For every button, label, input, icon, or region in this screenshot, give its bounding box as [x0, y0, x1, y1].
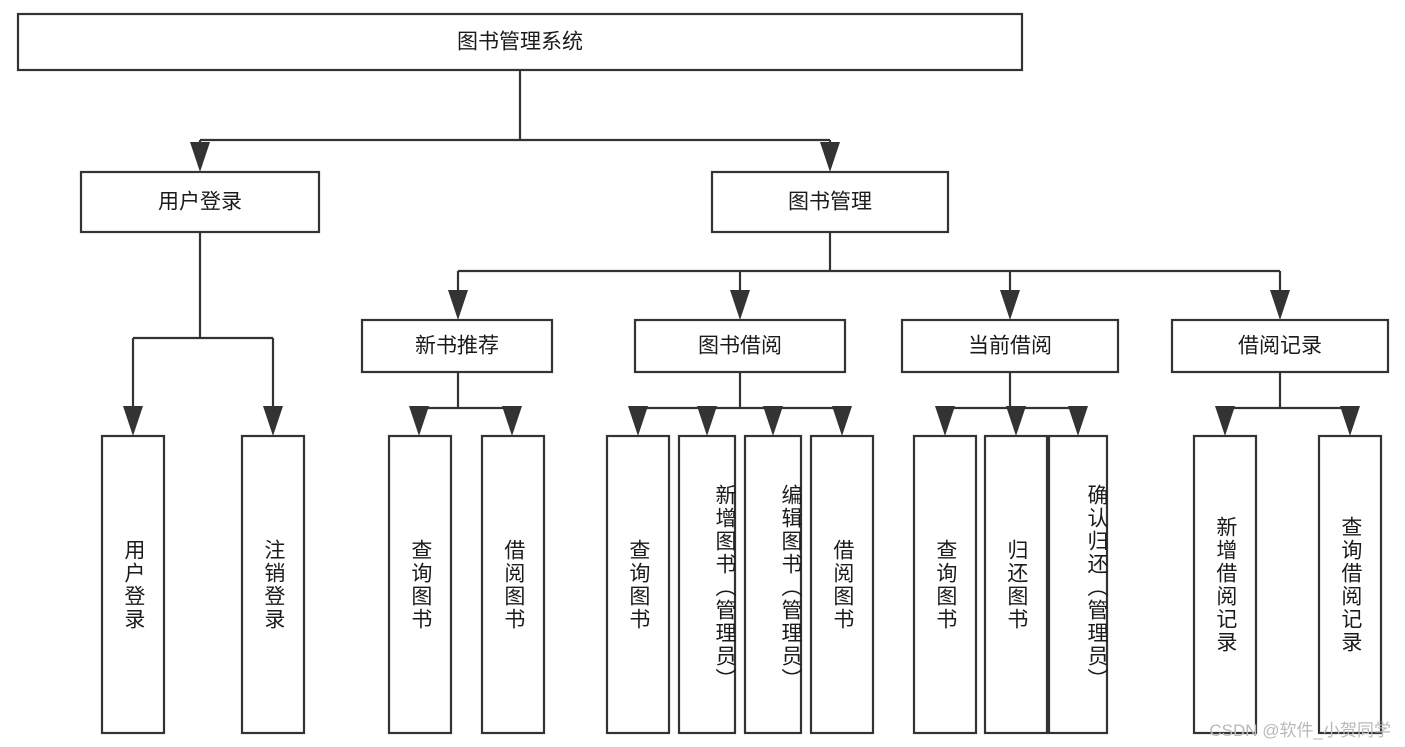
node-user-login-box[interactable]: [79, 170, 321, 234]
arrow-head-leaf-logout: [263, 406, 283, 436]
node-root-label: 图书管理系统: [457, 31, 583, 54]
arrow-head-borrow-records: [1270, 290, 1290, 320]
arrow-head-leaf-edit-book: [763, 406, 783, 436]
arrow-head-leaf-user-login: [123, 406, 143, 436]
node-root-box[interactable]: [16, 12, 1024, 72]
leaf-box-add-borrow-record[interactable]: [1192, 434, 1258, 735]
node-new-book-recommend-box[interactable]: [360, 318, 554, 374]
connector-group-book-management-children: [448, 232, 1290, 320]
arrow-head-book-management: [820, 142, 840, 172]
node-user-login-label: 用户登录: [158, 191, 242, 214]
leaf-box-borrow-book[interactable]: [809, 434, 875, 735]
connector-group-current-borrow-children: [935, 372, 1088, 436]
leaf-box-borrow-book-recommend[interactable]: [480, 434, 546, 735]
leaf-box-confirm-return[interactable]: [1047, 434, 1109, 735]
leaf-box-query-book-current[interactable]: [912, 434, 978, 735]
arrow-head-user-login: [190, 142, 210, 172]
leaf-box-return-book[interactable]: [983, 434, 1049, 735]
arrow-head-leaf-query-borrow-record: [1340, 406, 1360, 436]
arrow-head-leaf-query-book-current: [935, 406, 955, 436]
node-new-book-recommend[interactable]: 新书推荐: [360, 318, 554, 374]
arrow-head-leaf-return-book: [1006, 406, 1026, 436]
arrow-head-current-borrow: [1000, 290, 1020, 320]
node-book-borrow-label: 图书借阅: [698, 335, 782, 358]
arrow-head-leaf-query-book-recommend: [409, 406, 429, 436]
leaf-box-query-borrow-record[interactable]: [1317, 434, 1383, 735]
node-current-borrow-box[interactable]: [900, 318, 1120, 374]
node-borrow-records[interactable]: 借阅记录: [1170, 318, 1390, 374]
arrow-head-leaf-borrow-book: [832, 406, 852, 436]
node-new-book-recommend-label: 新书推荐: [415, 335, 499, 358]
node-user-login[interactable]: 用户登录: [79, 170, 321, 234]
node-root[interactable]: 图书管理系统: [16, 12, 1024, 72]
node-book-management[interactable]: 图书管理: [710, 170, 950, 234]
connector-group-new-book-recommend-children: [409, 372, 522, 436]
arrow-head-leaf-borrow-book-recommend: [502, 406, 522, 436]
csdn-watermark: CSDN @软件_小贺同学: [1209, 721, 1391, 740]
node-book-borrow-box[interactable]: [633, 318, 847, 374]
leaf-box-logout[interactable]: [240, 434, 306, 735]
leaf-box-query-book-recommend[interactable]: [387, 434, 453, 735]
connector-group-user-login-children: [123, 232, 283, 436]
leaf-box-user-login[interactable]: [100, 434, 166, 735]
leaf-boxes-group: [100, 434, 1383, 735]
arrow-head-leaf-query-book-borrow: [628, 406, 648, 436]
node-book-management-label: 图书管理: [788, 191, 872, 214]
arrow-head-leaf-add-book: [697, 406, 717, 436]
connector-group-root-to-level1: [190, 70, 840, 172]
node-current-borrow[interactable]: 当前借阅: [900, 318, 1120, 374]
arrow-head-leaf-add-borrow-record: [1215, 406, 1235, 436]
node-borrow-records-box[interactable]: [1170, 318, 1390, 374]
node-book-borrow[interactable]: 图书借阅: [633, 318, 847, 374]
node-book-management-box[interactable]: [710, 170, 950, 234]
leaf-box-query-book-borrow[interactable]: [605, 434, 671, 735]
node-borrow-records-label: 借阅记录: [1238, 335, 1322, 358]
arrow-head-leaf-confirm-return: [1068, 406, 1088, 436]
leaf-box-add-book[interactable]: [677, 434, 737, 735]
leaf-box-edit-book[interactable]: [743, 434, 803, 735]
connector-group-borrow-records-children: [1215, 372, 1360, 436]
connector-group-book-borrow-children: [628, 372, 852, 436]
arrow-head-book-borrow: [730, 290, 750, 320]
node-current-borrow-label: 当前借阅: [968, 335, 1052, 358]
arrow-head-new-book-recommend: [448, 290, 468, 320]
